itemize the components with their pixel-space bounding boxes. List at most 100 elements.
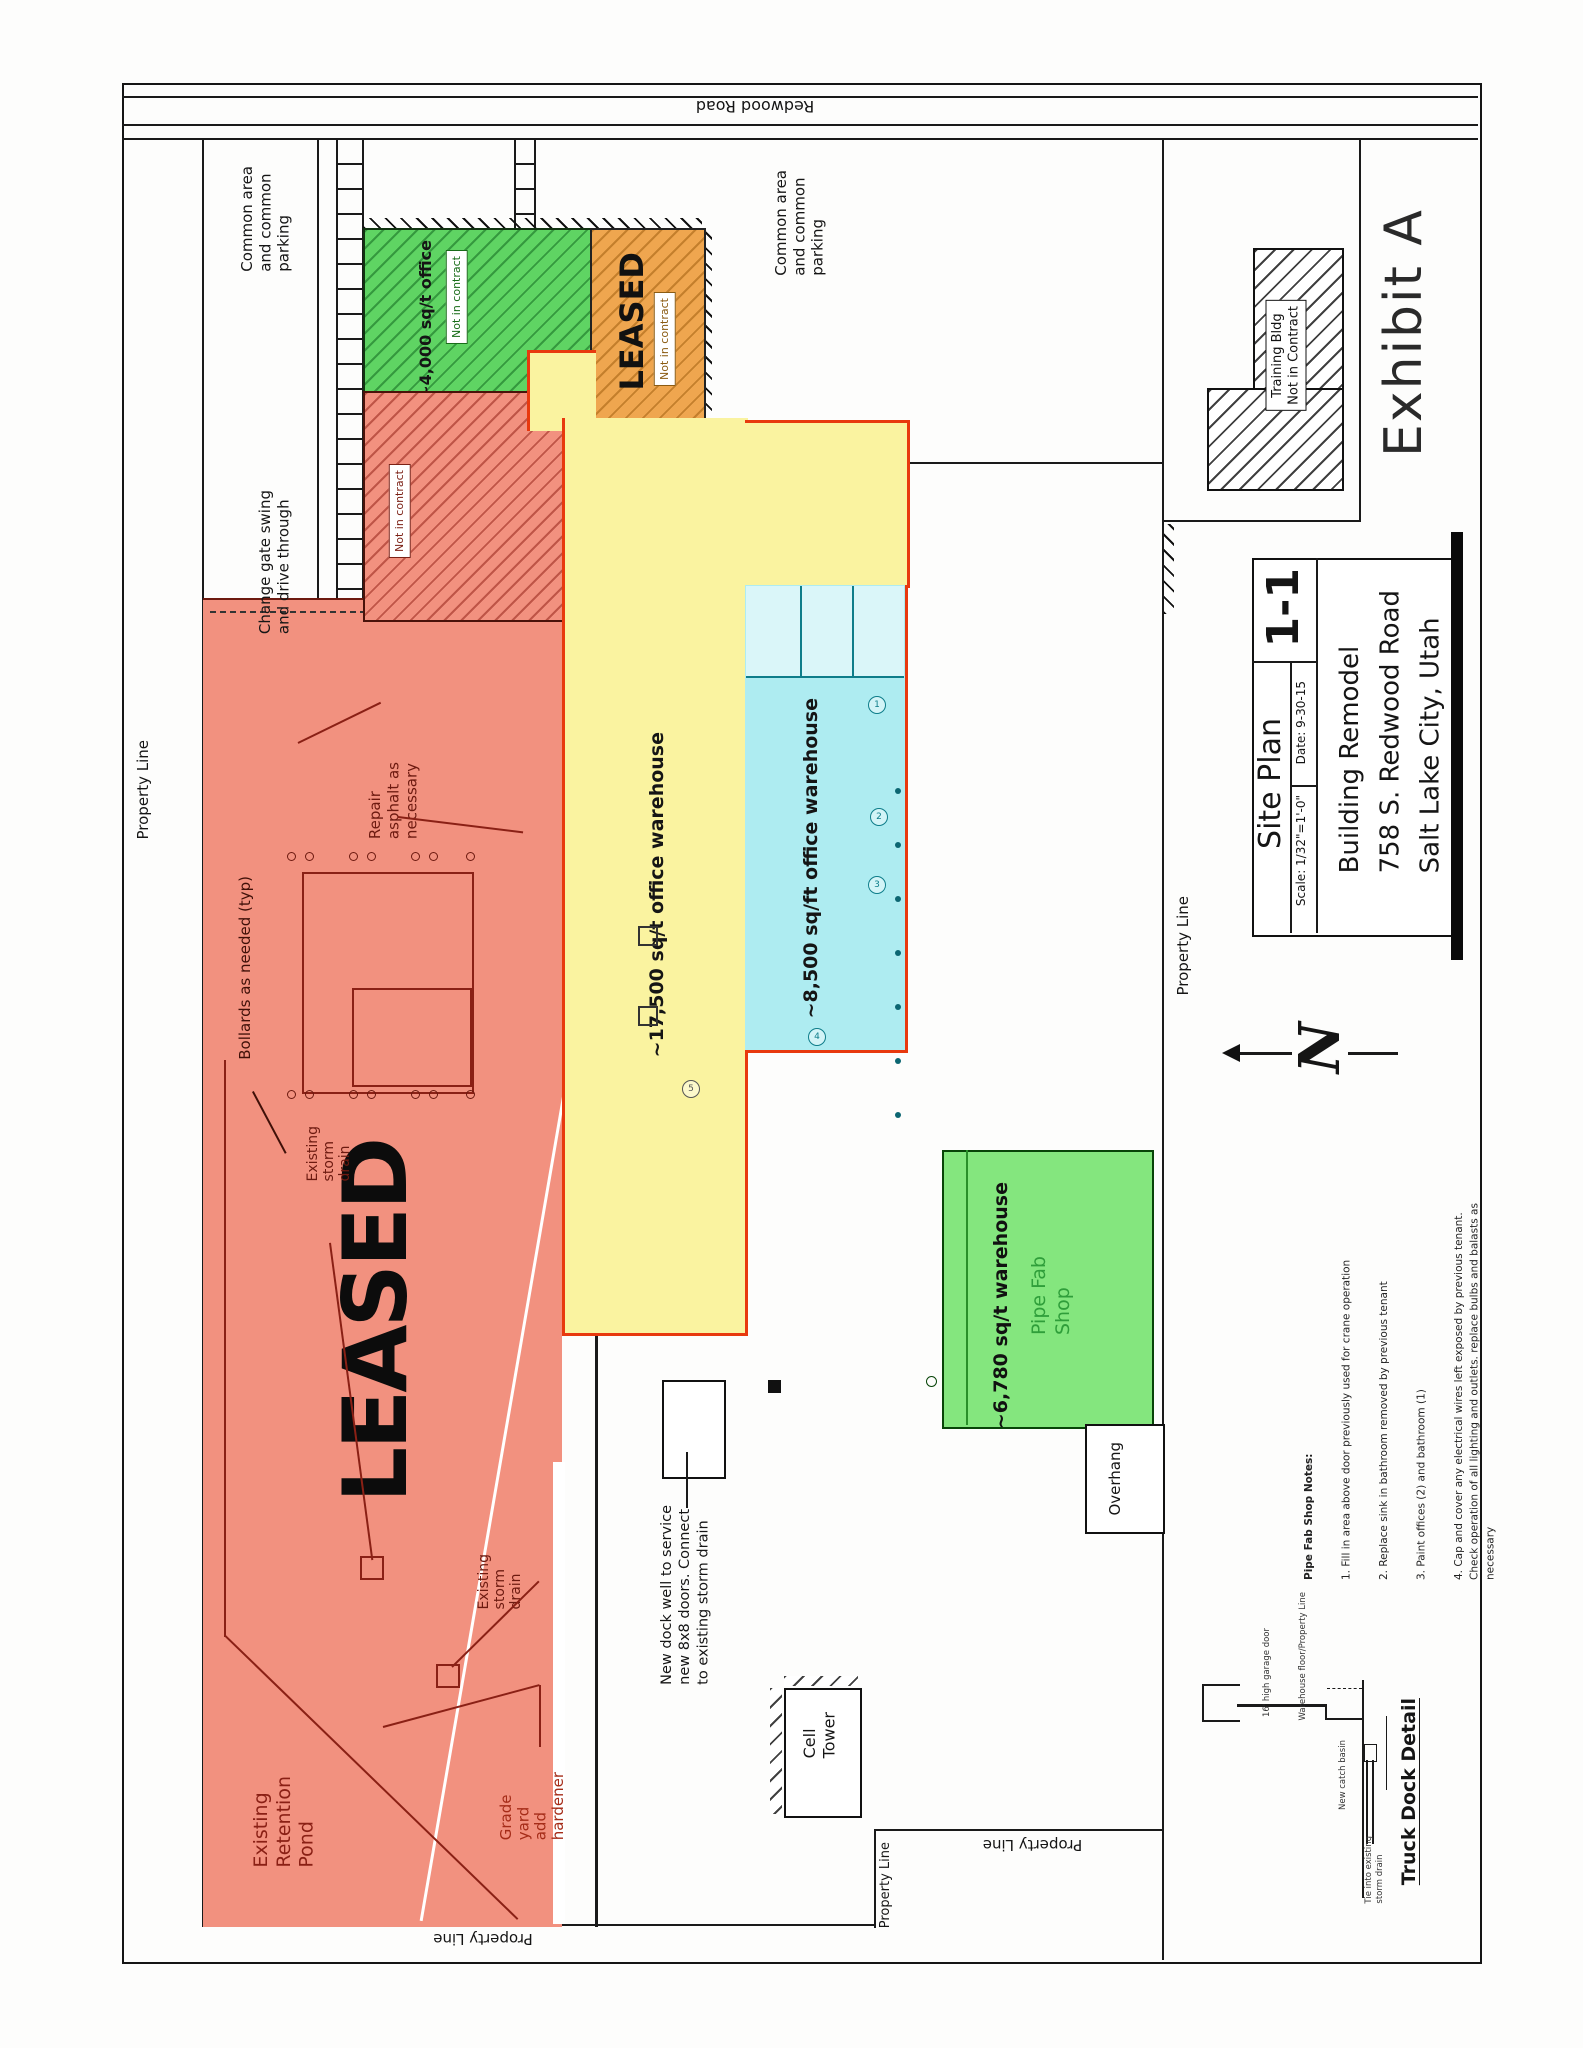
- building-east-hatch-ticks: [702, 230, 712, 417]
- column-square: [638, 1006, 658, 1026]
- redaction-bar: [1451, 532, 1463, 960]
- premises-outline-connector: [745, 1050, 748, 1335]
- overhang-label: Overhang: [1106, 1442, 1124, 1516]
- pipe-fab-name-label: Pipe Fab Shop: [1028, 1256, 1074, 1335]
- bollard-dot: [429, 1090, 438, 1099]
- orange-leased-note: Not in contract: [654, 292, 676, 386]
- keynote-marker-1: 1: [868, 696, 886, 714]
- cell-tower-hatch-left: [770, 1688, 782, 1814]
- grade-hardener-strip: [553, 1462, 565, 1924]
- keynote-marker-2: 2: [870, 808, 888, 826]
- tdd-garage-door-label: 16' high garage door: [1262, 1628, 1272, 1718]
- bollard-dot: [367, 1090, 376, 1099]
- north-arrow-head: [1222, 1044, 1240, 1062]
- tdd-step-v: [1325, 1704, 1327, 1720]
- project-address: Building Remodel 758 S. Redwood Road Sal…: [1335, 590, 1446, 874]
- bollard-dot: [287, 1090, 296, 1099]
- office-4000-label: ~4,000 sq/t office: [416, 240, 435, 399]
- office-warehouse-8500-label: ~8,500 sq/ft office warehouse: [800, 698, 822, 1019]
- building-north-hatch-ticks: [363, 218, 702, 228]
- common-area-label-west: Common area and common parking: [238, 166, 293, 272]
- keynote-marker-3: 3: [868, 876, 886, 894]
- pipe-fab-note-2: 2. Replace sink in bathroom removed by p…: [1377, 1281, 1390, 1580]
- pipe-fab-note-4: 4. Cap and cover any electrical wires le…: [1452, 1203, 1497, 1580]
- wall-dot: [895, 950, 901, 956]
- east-fence-ticks: [1164, 524, 1174, 614]
- north-yard-line: [762, 462, 1164, 464]
- wall-dot: [895, 1112, 901, 1118]
- title-block-divider: [1316, 558, 1318, 933]
- property-line-label-jog: Property Line: [878, 1842, 893, 1929]
- storm-drain-upper-label: Existing storm drain: [305, 1126, 354, 1182]
- wall-dot: [895, 788, 901, 794]
- tdd-pipe-line: [1372, 1760, 1374, 1844]
- office-warehouse-17500-zone: [562, 418, 748, 1336]
- wall-dot: [895, 842, 901, 848]
- page-border: [122, 83, 1482, 1964]
- cyan-room-wall: [800, 586, 802, 676]
- grade-wedge-line-2: [539, 1685, 541, 1747]
- common-area-boundary-h: [1162, 520, 1361, 522]
- change-gate-label: Change gate swing and drive through: [256, 490, 293, 635]
- bollard-dot: [411, 852, 420, 861]
- tdd-floor-line: [1237, 1704, 1327, 1707]
- cell-tower-hatch-top: [784, 1676, 858, 1686]
- tdd-catch-basin-label: New catch basin: [1338, 1740, 1348, 1811]
- tdd-door-bracket: [1202, 1684, 1240, 1722]
- road-edge-line-1: [122, 124, 1478, 126]
- title-scale: Scale: 1/32"=1'-0": [1294, 795, 1308, 907]
- tdd-dim-line-v: [1386, 1716, 1387, 1790]
- dock-well-outline: [662, 1380, 726, 1479]
- wall-dot: [895, 1058, 901, 1064]
- bollard-dot: [305, 852, 314, 861]
- common-area-boundary-v: [1359, 138, 1361, 522]
- road-edge-line-2: [122, 138, 1478, 140]
- dock-leader-line: [686, 1452, 688, 1508]
- orange-leased-zone: [590, 228, 706, 421]
- pipe-fab-notes: Pipe Fab Shop Notes: 1. Fill in area abo…: [1286, 1148, 1521, 1580]
- training-bldg-label: Training Bldg Not in Contract: [1266, 300, 1307, 411]
- property-line-label-south: Property Line: [433, 1930, 533, 1948]
- keynote-marker-4: 4: [808, 1028, 826, 1046]
- title-date: Date: 9-30-15: [1294, 681, 1308, 765]
- orange-leased-label: LEASED: [613, 252, 651, 391]
- truck-court-outline: [302, 872, 474, 1094]
- pipe-fab-shop-zone: [942, 1150, 1154, 1429]
- overhang-box: [1085, 1424, 1165, 1534]
- west-lane-line: [317, 138, 319, 600]
- bollard-dot: [305, 1090, 314, 1099]
- bollard-dot: [367, 852, 376, 861]
- cell-tower-label: Cell Tower: [800, 1712, 839, 1759]
- bollards-label: Bollards as needed (typ): [236, 876, 254, 1060]
- repair-asphalt-label: Repair asphalt as necessary: [366, 762, 421, 840]
- new-dock-note: New dock well to service new 8x8 doors. …: [659, 1505, 712, 1685]
- bollard-dot: [287, 852, 296, 861]
- sheet-title: Site Plan: [1253, 718, 1288, 849]
- pipe-fab-notes-title: Pipe Fab Shop Notes:: [1302, 1453, 1315, 1580]
- page-border-inner-line: [122, 96, 1478, 98]
- north-wing-note: Not in contract: [389, 464, 411, 558]
- common-area-label-east: Common area and common parking: [772, 170, 827, 276]
- wall-dot: [895, 896, 901, 902]
- title-block: [1252, 558, 1454, 937]
- pipe-fab-note-1: 1. Fill in area above door previously us…: [1340, 1259, 1353, 1580]
- shop-corner-circle: [926, 1376, 937, 1387]
- tdd-catch-basin: [1364, 1744, 1377, 1762]
- north-sidewalk-strip: [514, 138, 536, 230]
- title-block-divider: [1252, 661, 1316, 663]
- tdd-tie-in-label: Tie into existing storm drain: [1364, 1836, 1386, 1904]
- dock-pad-outline: [352, 988, 472, 1087]
- cyan-room-wall: [852, 586, 854, 676]
- title-block-divider: [1290, 661, 1292, 933]
- truck-dock-detail-title: Truck Dock Detail: [1398, 1698, 1420, 1886]
- pipe-fab-size-label: ~6,780 sq/t warehouse: [990, 1182, 1012, 1430]
- west-sidewalk-strip: [336, 138, 364, 602]
- lower-yard-wall-line: [595, 1330, 598, 1927]
- storm-drain-lower-box: [436, 1664, 460, 1688]
- drain-square: [768, 1380, 781, 1393]
- tdd-floor-label: Warehouse floor/Property Line: [1298, 1592, 1308, 1721]
- property-line-label-west: Property Line: [134, 740, 152, 840]
- bollard-dot: [429, 852, 438, 861]
- bollard-dot: [411, 1090, 420, 1099]
